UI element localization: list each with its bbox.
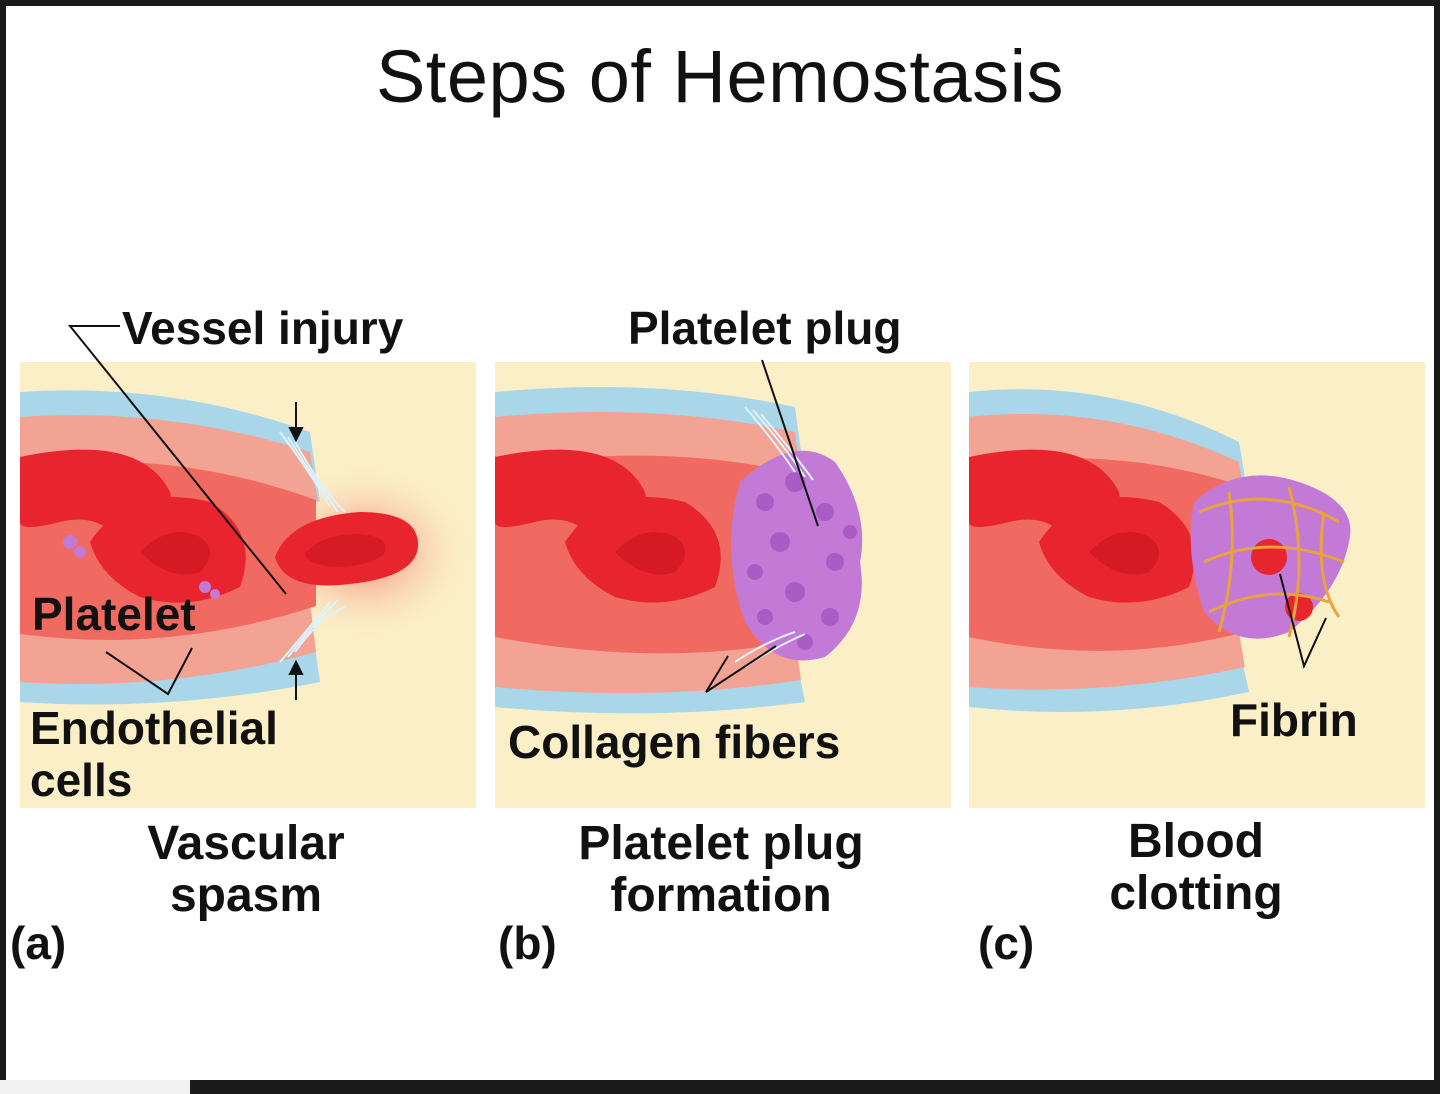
page-title: Steps of Hemostasis <box>375 35 1065 118</box>
slide: Steps of Hemostasis <box>6 6 1434 1080</box>
trapped-red-blood-cell <box>1251 539 1287 575</box>
label-fibrin: Fibrin <box>1230 694 1358 746</box>
red-blood-cell-center <box>615 532 685 575</box>
caption-vascular-spasm: Vascular spasm <box>147 817 345 922</box>
red-blood-cell-center <box>305 534 386 567</box>
red-blood-cell-center <box>1089 532 1159 575</box>
label-vessel-injury: Vessel injury <box>122 302 404 354</box>
panel-blood-clotting <box>969 362 1425 808</box>
constriction-arrows <box>288 402 304 700</box>
label-platelet: Platelet <box>32 588 196 640</box>
label-platelet-plug: Platelet plug <box>628 302 902 354</box>
panel-letter-c: (c) <box>978 917 1035 969</box>
panel-letter-a: (a) <box>10 917 67 969</box>
bottom-strip <box>0 1080 190 1094</box>
label-endothelial-cells: Endothelial cells <box>30 702 278 806</box>
caption-blood-clotting: Blood clotting <box>1109 815 1283 920</box>
caption-platelet-plug-formation: Platelet plug formation <box>578 817 864 922</box>
label-collagen-fibers: Collagen fibers <box>508 716 841 768</box>
panel-letter-b: (b) <box>498 917 557 969</box>
